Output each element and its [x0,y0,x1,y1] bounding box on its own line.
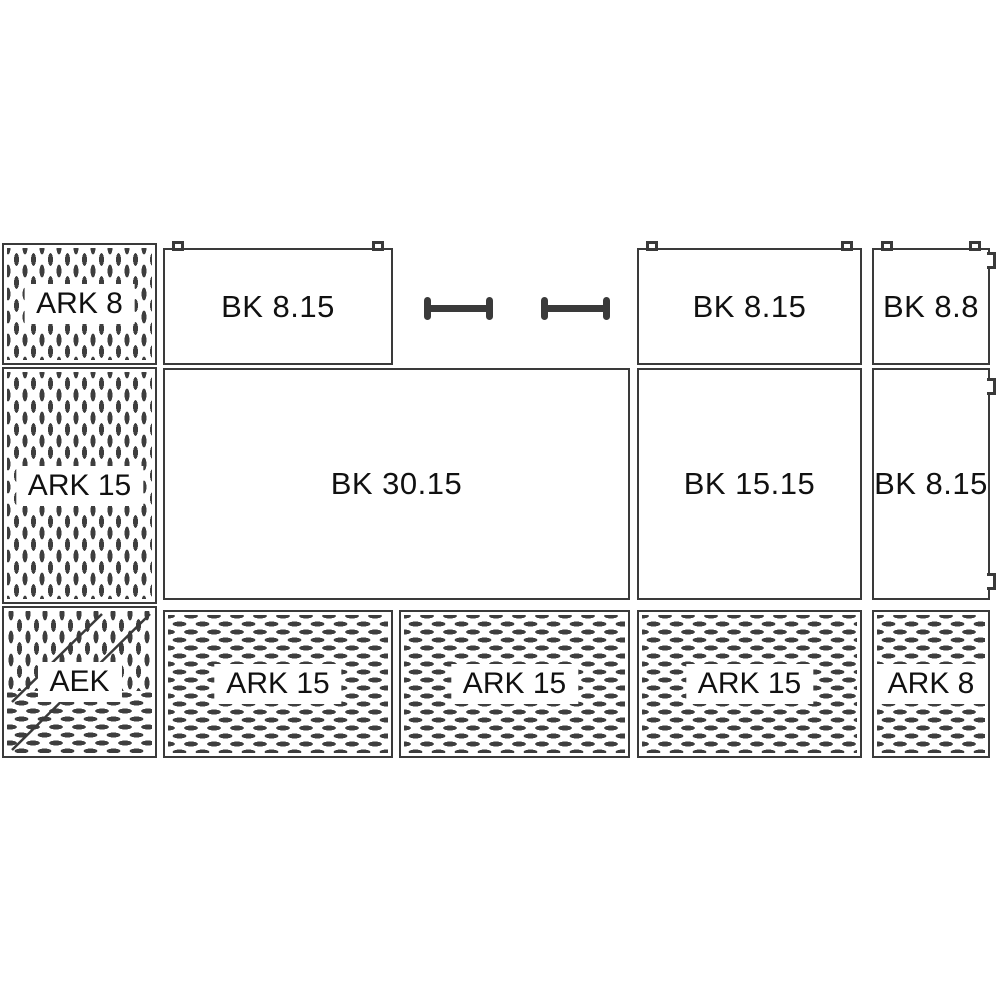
panel-bk-8-15-top-right: BK 8.15 [637,241,862,365]
panel-label: ARK 15 [450,664,579,704]
panel-label: BK 8.15 [221,288,335,324]
panel-label: ARK 15 [685,664,814,704]
panel-bk-30-15: BK 30.15 [163,368,630,600]
coupler-bar-icon [429,305,488,312]
panel-label: BK 15.15 [683,466,816,501]
panel-label: BK 8.8 [882,288,980,324]
mounting-clip-icon [172,241,184,251]
panel-label: BK 30.15 [330,466,463,501]
aek-vertical-perforation [7,611,152,693]
panel-label: ARK 15 [214,664,342,704]
panel-bk-8-8: BK 8.8 [872,241,996,365]
panel-ark-15-bottom-1: ARK 15 [163,610,393,758]
panel-label: ARK 15 [15,465,144,506]
mounting-clip-icon [372,241,384,251]
side-hook-icon [987,573,996,590]
coupler-beam-icon [424,297,493,320]
panel-ark-8-left: ARK 8 [2,243,157,365]
panel-ark-15-left: ARK 15 [2,367,157,604]
panel-bk-8-15-top-left: BK 8.15 [163,241,393,365]
side-hook-icon [987,252,996,269]
mounting-clip-icon [969,241,981,251]
coupler-end-cap-icon [424,297,431,320]
coupler-end-cap-icon [486,297,493,320]
mounting-clip-icon [646,241,658,251]
panel-aek: AEK [2,606,157,758]
coupler-beam-icon [541,297,610,320]
panel-bk-15-15: BK 15.15 [637,368,862,600]
panel-ark-15-bottom-3: ARK 15 [637,610,862,758]
panel-ark-8-bottom: ARK 8 [872,610,990,758]
panel-label: BK 8.15 [692,288,807,324]
side-hook-icon [987,378,996,395]
panel-label: ARK 8 [875,664,987,704]
mounting-clip-icon [881,241,893,251]
coupler-end-cap-icon [603,297,610,320]
panel-label: BK 8.15 [874,466,988,501]
coupler-bar-icon [546,305,605,312]
panel-bk-8-15-right: BK 8.15 [872,368,996,600]
coupler-end-cap-icon [541,297,548,320]
panel-label: AEK [37,662,122,702]
mounting-clip-icon [841,241,853,251]
panel-label: ARK 8 [24,284,135,324]
panel-ark-15-bottom-2: ARK 15 [399,610,630,758]
